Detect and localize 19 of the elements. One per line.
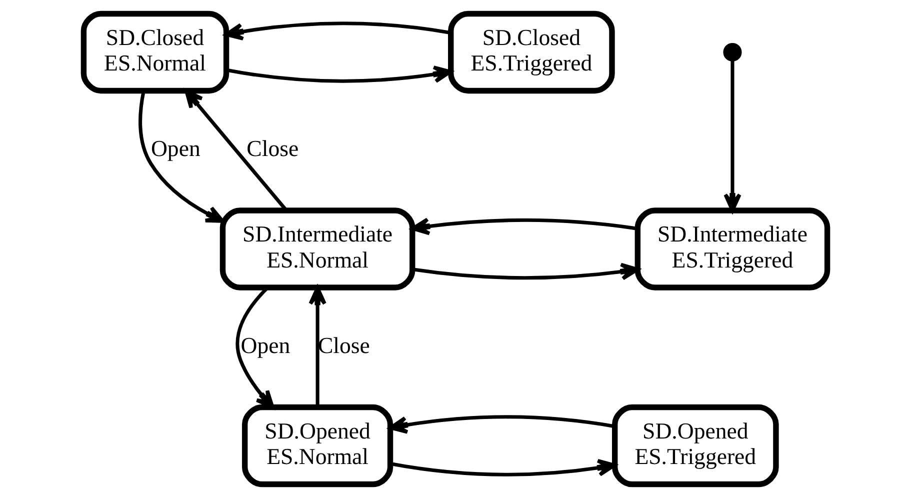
arrow: [308, 286, 326, 408]
arrow: [724, 58, 742, 212]
arrow: [390, 458, 616, 476]
arrow: [410, 218, 638, 236]
arrow: [226, 66, 452, 83]
arrow: [388, 415, 615, 434]
node-box: SD.Intermediate ES.Triggered: [634, 208, 830, 290]
node-box: SD.Closed ES.Triggered: [448, 10, 615, 94]
node-box: SD.Opened ES.Normal: [242, 404, 394, 488]
arrow: [224, 22, 451, 40]
edge-label: Open: [240, 332, 290, 358]
arrow: [412, 262, 640, 280]
node-box: SD.Closed ES.Normal: [80, 10, 230, 94]
node-circle: [723, 42, 742, 62]
edge-label: Close: [246, 136, 299, 162]
node-box: SD.Intermediate ES.Normal: [220, 208, 416, 290]
edge-label: Open: [150, 136, 200, 162]
arrow: [138, 90, 224, 223]
node-box: SD.Opened ES.Triggered: [612, 404, 779, 488]
